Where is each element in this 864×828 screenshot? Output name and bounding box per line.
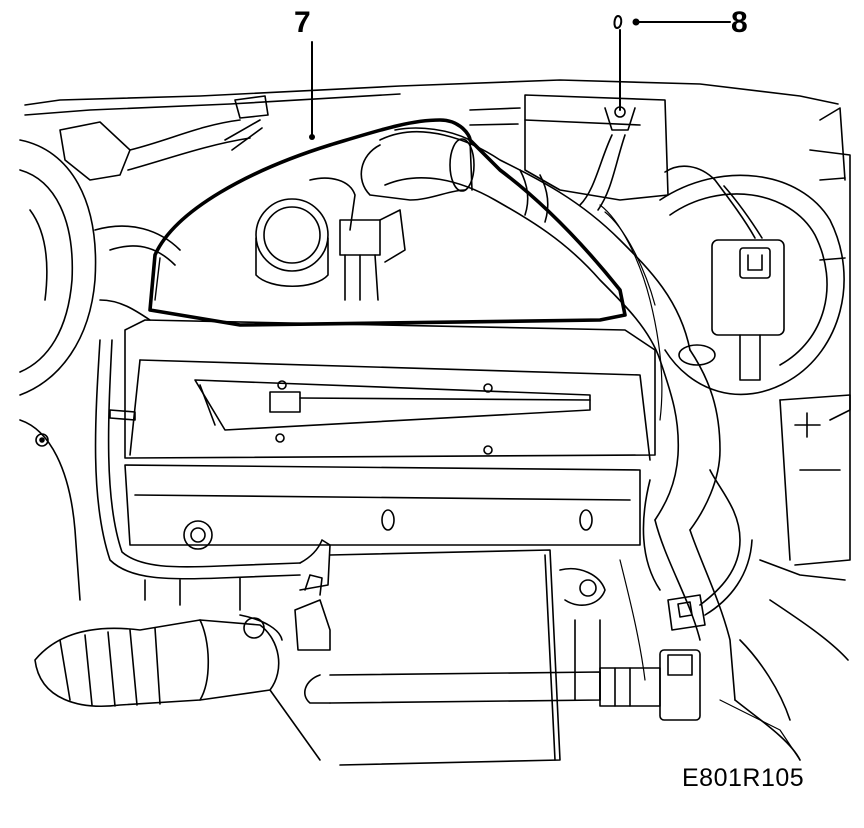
brake-booster [659, 149, 851, 421]
throttle-cap [255, 177, 406, 301]
reservoir [469, 94, 669, 211]
cam-cover [124, 319, 656, 550]
lower-components [294, 549, 606, 766]
callout-8: 8 [731, 6, 748, 39]
battery [779, 394, 851, 566]
hood-edge [24, 79, 846, 181]
right-sensor [642, 469, 791, 721]
connector-module [664, 165, 785, 381]
leader-line-8 [613, 15, 731, 118]
callout-7: 7 [294, 6, 311, 39]
right-structure [734, 559, 849, 761]
intake-boot [34, 614, 321, 761]
figure-code: E801R105 [682, 764, 805, 792]
left-hoses [59, 95, 269, 321]
engine-cover-outline [148, 118, 627, 327]
lower-pipe [304, 649, 701, 721]
strut-dome-left [19, 139, 97, 601]
leader-line-7 [309, 41, 315, 140]
wiring-harness [94, 339, 331, 611]
intake-hose [379, 131, 736, 701]
